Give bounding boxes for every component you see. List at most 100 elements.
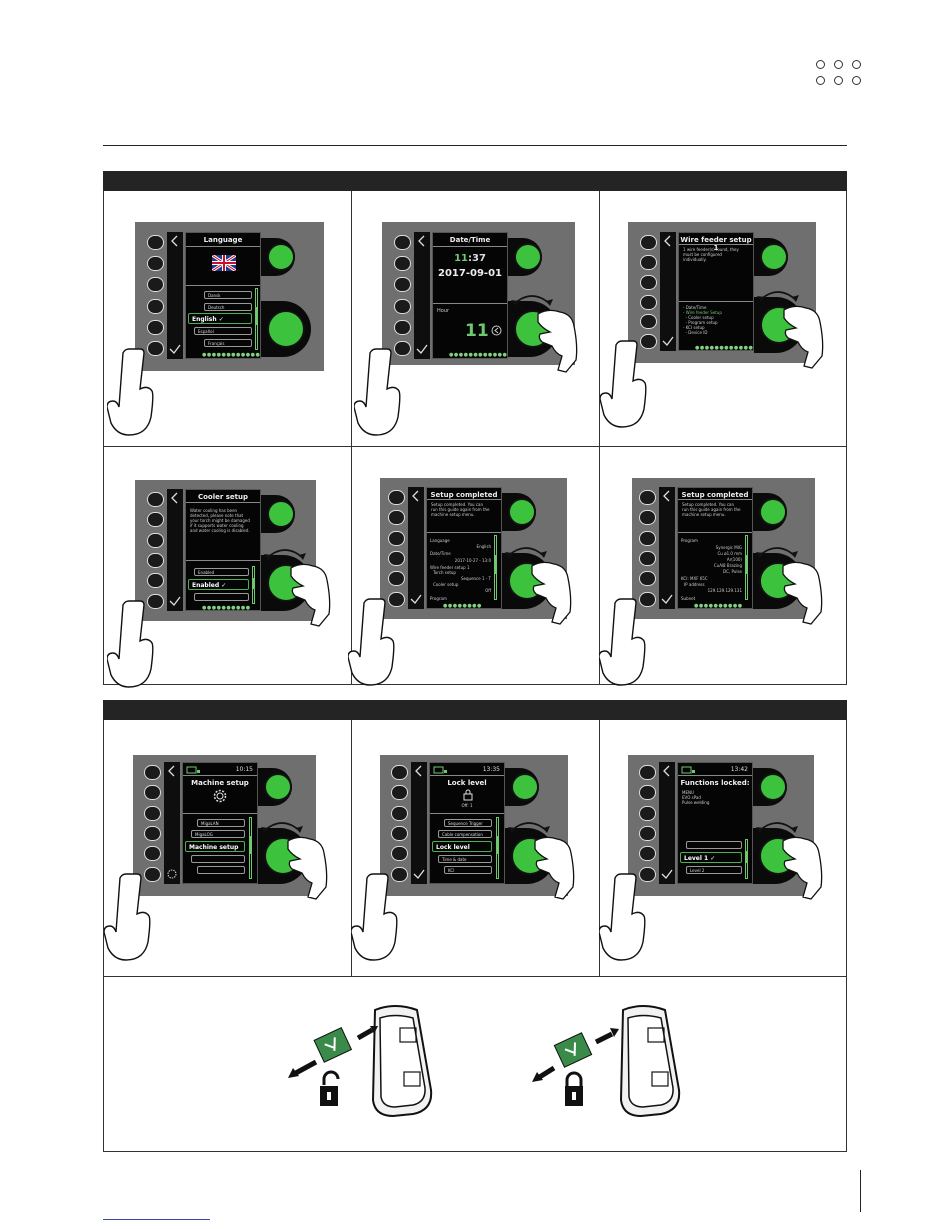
top-knob[interactable]	[514, 243, 542, 271]
scrollbar[interactable]	[494, 535, 497, 600]
side-button-3[interactable]	[639, 805, 656, 821]
side-button-4[interactable]	[391, 826, 408, 841]
main-knob[interactable]	[267, 309, 305, 348]
side-button-5[interactable]	[388, 571, 405, 587]
side-button-1[interactable]	[639, 490, 656, 505]
back-arrow-icon[interactable]	[165, 762, 179, 884]
side-button-4[interactable]	[640, 294, 657, 310]
side-button-4[interactable]	[147, 298, 164, 314]
side-button-3[interactable]	[144, 805, 161, 821]
option-blank[interactable]	[194, 593, 249, 601]
side-button-2[interactable]	[147, 512, 164, 528]
side-button-2[interactable]	[144, 785, 161, 801]
top-knob[interactable]	[267, 243, 295, 271]
side-button-5[interactable]	[639, 571, 656, 587]
side-button-2[interactable]	[391, 785, 408, 801]
side-button-3[interactable]	[388, 530, 405, 546]
side-button-6[interactable]	[147, 340, 164, 356]
side-button-6[interactable]	[394, 340, 411, 356]
option-enabled-selected[interactable]: Enabled ✓	[188, 579, 249, 590]
top-knob[interactable]	[759, 498, 787, 526]
top-knob[interactable]	[267, 500, 295, 528]
side-button-5[interactable]	[144, 846, 161, 862]
option-time-date[interactable]: Time & date	[438, 855, 492, 863]
side-button-3[interactable]	[147, 532, 164, 548]
back-arrow-icon[interactable]	[661, 232, 675, 351]
scrollbar[interactable]	[255, 288, 258, 350]
side-button-5[interactable]	[394, 319, 411, 335]
scrollbar[interactable]	[745, 535, 748, 600]
back-arrow-icon[interactable]	[168, 232, 182, 359]
scrollbar[interactable]	[745, 839, 748, 879]
side-button-2[interactable]	[639, 510, 656, 526]
option-blank-1[interactable]	[191, 855, 245, 863]
side-button-6[interactable]	[639, 591, 656, 607]
option-dansk[interactable]: Dansk	[204, 291, 252, 299]
side-button-1[interactable]	[640, 235, 657, 250]
side-button-6[interactable]	[388, 591, 405, 607]
side-button-4[interactable]	[144, 826, 161, 841]
top-knob[interactable]	[508, 498, 536, 526]
side-button-6[interactable]	[144, 866, 161, 882]
scrollbar[interactable]	[249, 817, 252, 879]
scrollbar[interactable]	[496, 817, 499, 879]
side-button-5[interactable]	[640, 314, 657, 330]
side-button-1[interactable]	[639, 765, 656, 780]
top-knob[interactable]	[760, 243, 788, 271]
side-button-5[interactable]	[147, 319, 164, 335]
option-level-1[interactable]: Level 1 ✓	[680, 852, 742, 863]
option-english[interactable]: English ✓	[188, 313, 252, 324]
scrollbar[interactable]	[252, 566, 255, 604]
option-blank-2[interactable]	[197, 866, 245, 874]
option-francais[interactable]: Français	[204, 339, 252, 347]
top-knob[interactable]	[759, 773, 787, 801]
back-arrow-icon[interactable]	[168, 489, 182, 611]
side-button-5[interactable]	[147, 573, 164, 589]
option-enabled[interactable]: Enabled	[194, 568, 249, 576]
side-button-2[interactable]	[388, 510, 405, 526]
option-migalog[interactable]: MigaLOG	[191, 830, 245, 838]
side-button-4[interactable]	[388, 551, 405, 566]
side-button-3[interactable]	[640, 274, 657, 290]
side-button-1[interactable]	[144, 765, 161, 780]
side-button-2[interactable]	[639, 785, 656, 801]
back-arrow-icon[interactable]	[660, 762, 674, 884]
back-arrow-icon[interactable]	[415, 232, 429, 359]
side-button-6[interactable]	[640, 334, 657, 350]
option-blank[interactable]	[686, 841, 742, 849]
side-button-3[interactable]	[391, 805, 408, 821]
side-button-1[interactable]	[147, 235, 164, 250]
side-button-4[interactable]	[147, 553, 164, 568]
back-arrow-icon[interactable]	[660, 487, 674, 609]
side-button-3[interactable]	[394, 277, 411, 293]
option-lock-level[interactable]: Lock level	[432, 841, 492, 852]
back-arrow-icon[interactable]	[409, 487, 423, 609]
side-button-5[interactable]	[639, 846, 656, 862]
option-level-2[interactable]: Level 2	[686, 866, 742, 874]
top-knob[interactable]	[511, 773, 539, 801]
side-button-2[interactable]	[640, 254, 657, 270]
side-button-6[interactable]	[639, 866, 656, 882]
side-button-1[interactable]	[394, 235, 411, 250]
side-button-5[interactable]	[391, 846, 408, 862]
option-espanol[interactable]: Español	[194, 327, 252, 335]
side-button-4[interactable]	[394, 298, 411, 314]
side-button-2[interactable]	[394, 256, 411, 272]
side-button-1[interactable]	[147, 492, 164, 507]
side-button-1[interactable]	[391, 765, 408, 780]
side-button-4[interactable]	[639, 551, 656, 566]
side-button-2[interactable]	[147, 256, 164, 272]
option-sequence-trigger[interactable]: Sequence Trigger	[444, 819, 492, 827]
back-arrow-icon[interactable]	[412, 762, 426, 884]
top-knob[interactable]	[264, 773, 292, 801]
side-button-6[interactable]	[147, 593, 164, 609]
side-button-1[interactable]	[388, 490, 405, 505]
side-button-3[interactable]	[147, 277, 164, 293]
option-kci[interactable]: KCI	[444, 866, 492, 874]
side-button-4[interactable]	[639, 826, 656, 841]
side-button-6[interactable]	[391, 866, 408, 882]
side-button-3[interactable]	[639, 530, 656, 546]
option-deutsch[interactable]: Deutsch	[204, 303, 252, 311]
option-machine-setup[interactable]: Machine setup	[185, 841, 245, 852]
option-cable-compensation[interactable]: Cable compensation	[438, 830, 492, 838]
